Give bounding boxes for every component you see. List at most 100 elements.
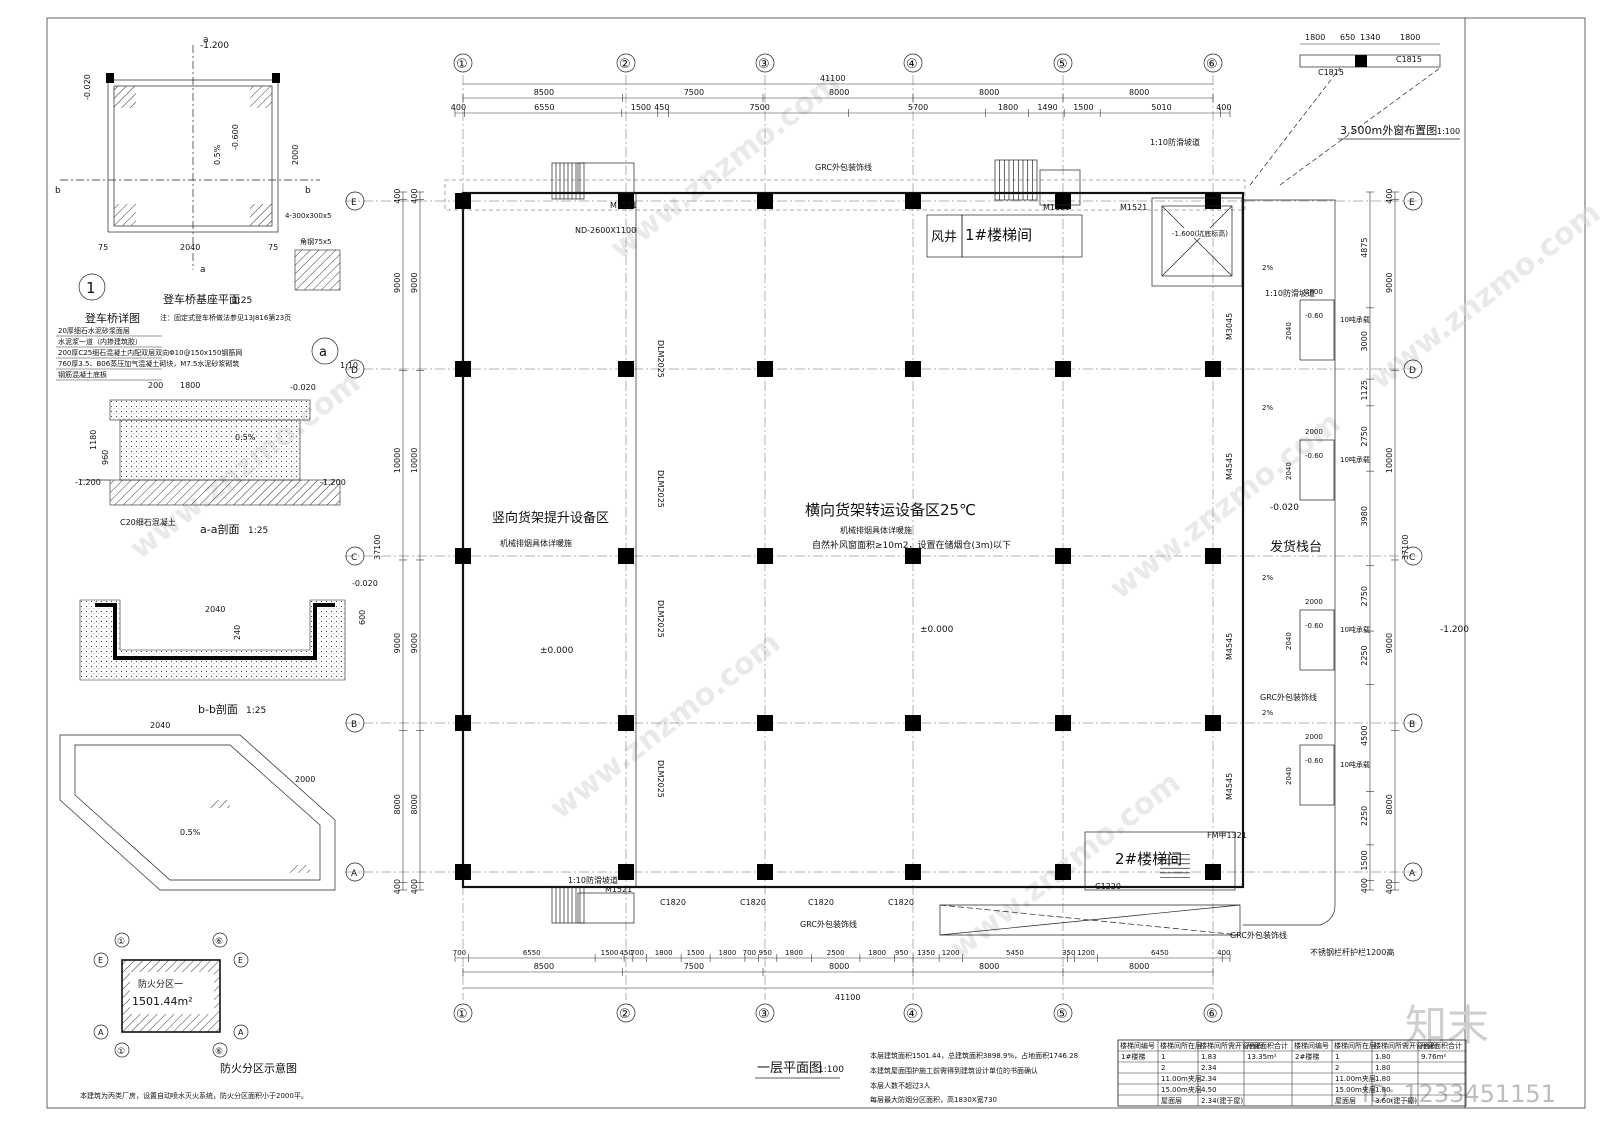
door-nd: ND-2600X1100	[575, 226, 636, 235]
stair-bottom-left	[551, 886, 635, 924]
table-cell: 1	[1335, 1053, 1339, 1061]
grid-bubble-x	[755, 53, 775, 73]
door-dlm-1: DLM2025	[656, 340, 665, 378]
grid-label-y: D	[351, 366, 358, 376]
table-cell: 2.34(建于屋)	[1201, 1096, 1243, 1105]
dimension-text: 2500	[827, 949, 845, 957]
dimension-text: 2250	[1360, 645, 1369, 665]
grid-bubble-x	[1053, 1003, 1073, 1023]
window-dim: 1340	[1360, 33, 1380, 42]
pit-capacity: 10吨承载	[1340, 455, 1370, 464]
plan-width: 2040	[180, 243, 200, 252]
grid-bubble-x	[1203, 1003, 1223, 1023]
table-cell: 2	[1335, 1064, 1339, 1072]
pit-capacity: 10吨承载	[1340, 760, 1370, 769]
elevator-pit-level: -1.600(坑底标高)	[1172, 229, 1228, 238]
loading-dock-outline	[1243, 199, 1336, 926]
structural-column	[905, 548, 921, 564]
dimension-text: 6550	[534, 103, 554, 112]
dimension-text: 400	[410, 189, 419, 204]
structural-column	[1205, 715, 1221, 731]
dimension-text: 5450	[1006, 949, 1024, 957]
elevator-car	[1161, 205, 1233, 277]
angle-detail	[294, 249, 341, 291]
grid-label-x: ③	[758, 1007, 770, 1022]
window-plan-title: 3.500m外窗布置图	[1340, 123, 1437, 137]
aa-h1: 200	[148, 381, 163, 390]
grid-label-y: B	[351, 720, 357, 730]
grid-label-y: C	[351, 553, 357, 563]
grc-label-dock: GRC外包装饰线	[1260, 692, 1317, 702]
dimension-text: 8000	[979, 962, 999, 971]
layer-note: 钢筋混凝土底板	[58, 370, 107, 379]
detail-dock-leveler: -1.200 a a b b 2040 75 75 2000 -0.020 -0…	[55, 35, 378, 891]
pit-level: -0.60	[1305, 312, 1323, 320]
dimension-text: 1500	[687, 949, 705, 957]
bb-width: 2040	[205, 605, 225, 614]
stair-top-left	[551, 162, 635, 200]
grid-bubble-x	[616, 53, 636, 73]
structural-column	[905, 193, 921, 209]
fire-grid-bubble	[114, 1042, 130, 1058]
table-cell: 2#楼梯	[1295, 1052, 1319, 1061]
fire-zone-area-value: 1501.44m²	[132, 995, 193, 1008]
structural-column	[455, 864, 471, 880]
slope-label-top: 1:10防滑坡道	[1150, 137, 1200, 147]
dimension-text: 1125	[1360, 380, 1369, 400]
dimension-text: 950	[895, 949, 908, 957]
aa-width: 1800	[180, 381, 200, 390]
door-dlm-2: DLM2025	[656, 470, 665, 508]
level-floor-2: ±0.000	[540, 646, 574, 656]
dimension-text: 4875	[1360, 238, 1369, 258]
fire-zone-diagram: 防火分区一 1501.44m² 防火分区示意图 本建筑为丙类厂房，设置自动喷水灭…	[80, 932, 308, 1100]
grid-bubble-y	[345, 862, 365, 882]
grid-label-x: ①	[456, 1007, 468, 1022]
grid-label-x: ④	[906, 1007, 918, 1022]
layer-note: 760厚3.5、B06蒸压加气混凝土砌块，M7.5水泥砂浆砌筑	[58, 359, 239, 368]
dimension-text: 3980	[1360, 506, 1369, 526]
dimension-text: 6450	[1151, 949, 1169, 957]
plan-title: 一层平面图	[757, 1061, 822, 1076]
table-cell: 9.76m²	[1421, 1053, 1446, 1061]
dimension-text: 8000	[829, 962, 849, 971]
dimension-text: 1200	[1077, 949, 1095, 957]
door-fm: FM甲1321	[1207, 831, 1247, 840]
table-header: 楼梯间编号	[1120, 1041, 1155, 1050]
dimension-text: 700	[743, 949, 756, 957]
dimension-text: 10000	[410, 448, 419, 473]
dock-slope: 2%	[1262, 709, 1273, 717]
dimension-text: 9000	[393, 273, 402, 293]
dimension-text: 8500	[534, 88, 554, 97]
window-c1820-1: C1820	[660, 898, 686, 907]
table-cell: 1.80	[1375, 1075, 1391, 1083]
grid-label-y: A	[351, 869, 358, 879]
grid-label-x: ⑤	[1056, 57, 1068, 72]
grid-label-x: ⑥	[1206, 57, 1218, 72]
dimension-text: 1800	[655, 949, 673, 957]
sheet-frame	[46, 17, 1586, 1109]
table-cell: 屋面层	[1335, 1097, 1356, 1105]
structural-column	[455, 715, 471, 731]
plan-note: 注：固定式登车桥做法参见13J816第23页	[160, 313, 291, 322]
total-depth-right: 37100	[1401, 535, 1410, 560]
structural-column	[905, 715, 921, 731]
grid-bubble-y	[345, 359, 365, 379]
plan-scale: 1:25	[232, 296, 252, 306]
bb-level: -0.020	[352, 579, 378, 588]
fire-zone-title: 防火分区示意图	[220, 1061, 297, 1075]
slope-label-bottom: 1:10防滑坡道	[568, 875, 618, 885]
fire-grid-label: ⑥	[215, 937, 223, 947]
slope-label-dock: 1:10防滑坡道	[1265, 288, 1315, 298]
horizontal-area-note-2: 自然补风窗面积≥10m2，设置在储烟仓(3m)以下	[812, 539, 1011, 551]
dimension-text: 8000	[979, 88, 999, 97]
dock-slope: 2%	[1262, 404, 1273, 412]
dimension-text: 1800	[998, 103, 1018, 112]
dimension-text: 400	[410, 879, 419, 894]
section-a-mark: a	[200, 265, 206, 275]
iso-width: 2040	[150, 721, 170, 730]
section-b-mark: b	[55, 186, 61, 196]
fire-grid-label: E	[98, 956, 103, 965]
window-c1815-1: C1815	[1318, 68, 1344, 77]
dimension-text: 1500	[1360, 850, 1369, 870]
